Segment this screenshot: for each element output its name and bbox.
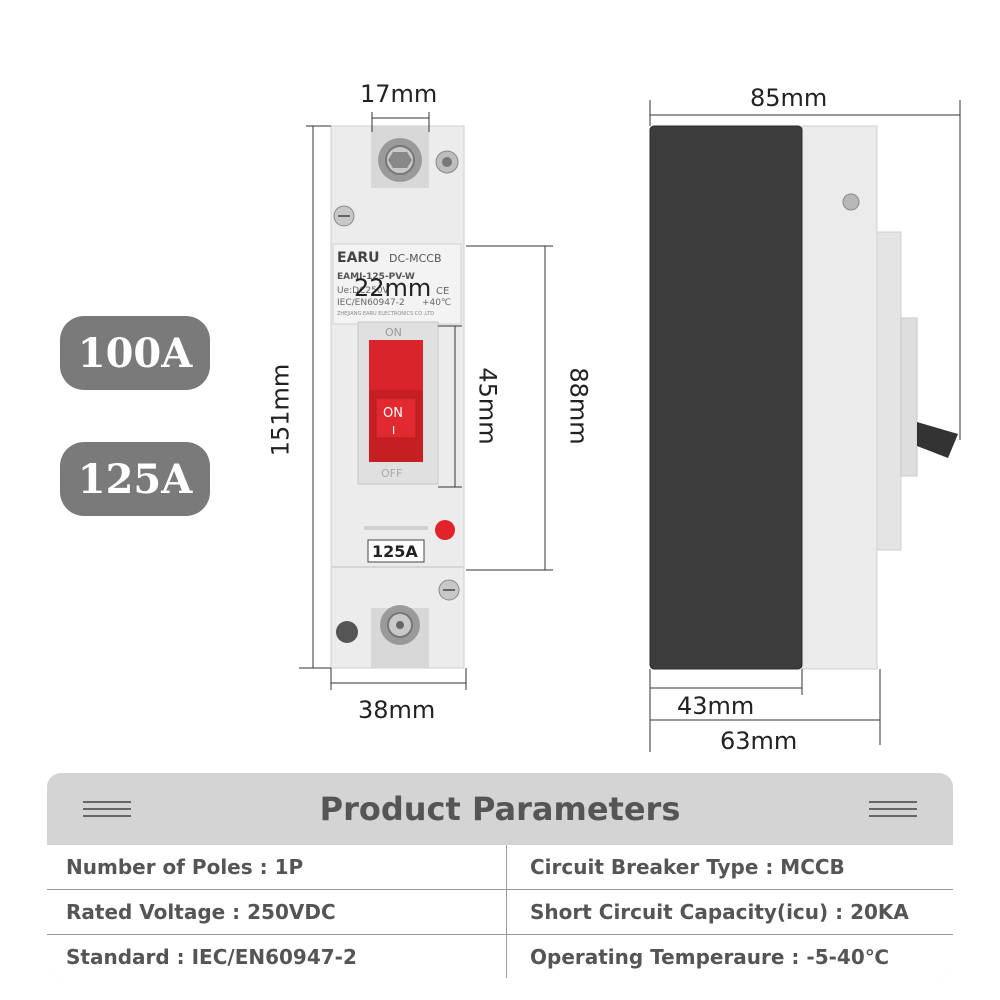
breaker-front-view bbox=[330, 125, 465, 669]
row-divider bbox=[47, 889, 953, 890]
row-divider bbox=[47, 934, 953, 935]
dim-side-depth-dark: 43mm bbox=[677, 692, 755, 720]
handle-on-label: ON bbox=[383, 406, 403, 421]
ce-mark: CE bbox=[436, 286, 450, 297]
dim-window-height: 88mm bbox=[564, 367, 593, 445]
breaker-type-label: DC-MCCB bbox=[389, 252, 442, 265]
rating-badge-100a: 100A bbox=[60, 316, 210, 390]
rating-label: 125A bbox=[372, 542, 418, 561]
handle-mark-label: I bbox=[392, 424, 396, 437]
dim-side-depth-total: 85mm bbox=[750, 84, 828, 112]
menu-lines-icon bbox=[869, 801, 917, 822]
dim-window-width: 22mm bbox=[354, 274, 432, 302]
brand-label: EARU bbox=[337, 250, 380, 266]
breaker-drawing bbox=[299, 100, 961, 752]
off-label: OFF bbox=[381, 467, 403, 480]
dimension-lines-side bbox=[649, 100, 961, 752]
params-title: Product Parameters bbox=[319, 790, 681, 828]
dim-top-terminal: 17mm bbox=[360, 80, 438, 108]
dim-total-height: 151mm bbox=[266, 363, 295, 457]
param-standard: Standard : IEC/EN60947-2 bbox=[66, 945, 357, 969]
param-operating-temp: Operating Temperaure : -5-40℃ bbox=[530, 945, 889, 969]
ue-label: Ue:DC250V bbox=[337, 286, 389, 296]
rating-badge-125a: 125A bbox=[60, 442, 210, 516]
params-header: Product Parameters bbox=[47, 773, 953, 845]
params-table: Number of Poles : 1P Circuit Breaker Typ… bbox=[47, 845, 953, 978]
column-divider bbox=[506, 845, 507, 978]
dimension-lines-front bbox=[299, 112, 553, 690]
param-rated-voltage: Rated Voltage : 250VDC bbox=[66, 900, 336, 924]
on-top-label: ON bbox=[385, 326, 402, 339]
temp-label: +40℃ bbox=[422, 298, 452, 308]
param-short-circuit: Short Circuit Capacity(icu) : 20KA bbox=[530, 900, 909, 924]
menu-lines-icon bbox=[83, 801, 131, 822]
param-breaker-type: Circuit Breaker Type : MCCB bbox=[530, 855, 845, 879]
dim-side-depth-body: 63mm bbox=[720, 727, 798, 755]
product-parameters-panel: Product Parameters Number of Poles : 1P … bbox=[47, 773, 953, 978]
dim-handle-travel: 45mm bbox=[473, 367, 502, 445]
model-label: EAMI-125-PV-W bbox=[337, 272, 415, 282]
param-poles: Number of Poles : 1P bbox=[66, 855, 304, 879]
dim-body-width: 38mm bbox=[358, 696, 436, 724]
standard-label: IEC/EN60947-2 bbox=[337, 298, 405, 308]
breaker-side-view bbox=[649, 125, 958, 670]
maker-label: ZHEJIANG EARU ELECTRONICS CO.,LTD bbox=[337, 311, 435, 317]
